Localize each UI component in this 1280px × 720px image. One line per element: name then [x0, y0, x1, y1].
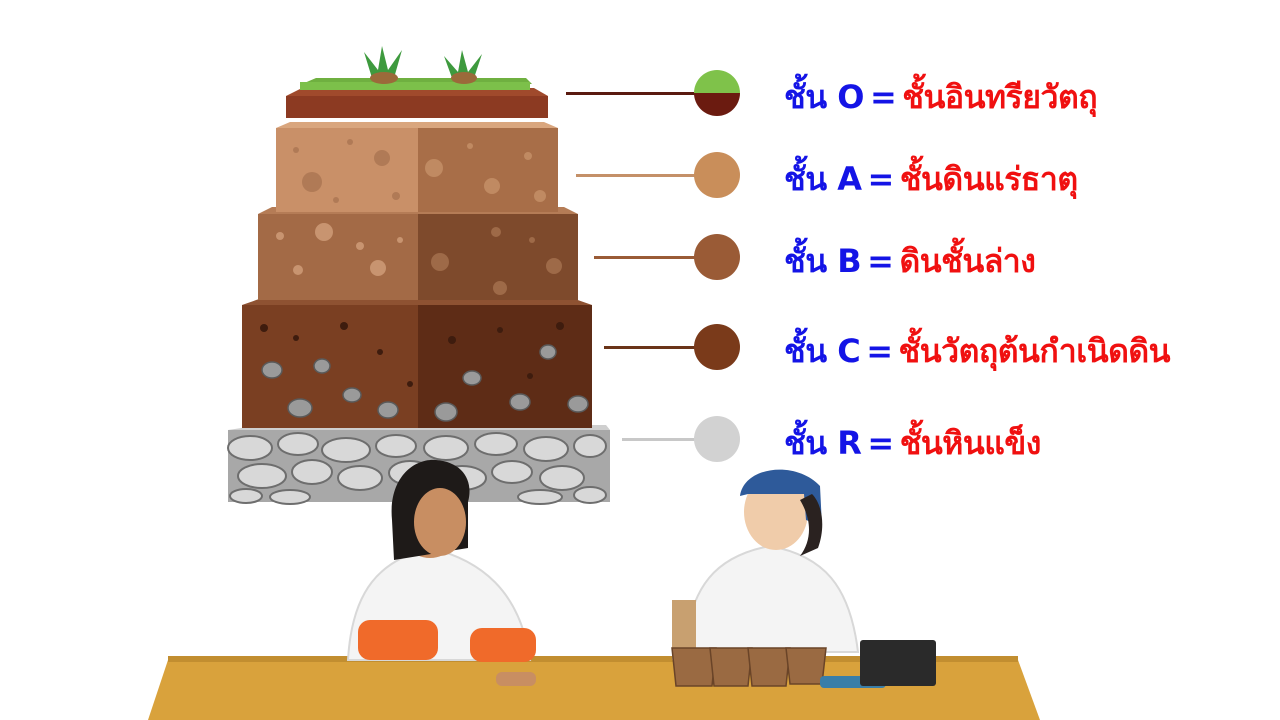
- layer-code: ชั้น O: [784, 78, 864, 116]
- presenter-right: [672, 469, 860, 660]
- legend-label-r: ชั้น R=ชั้นหินแข็ง: [784, 418, 1041, 469]
- legend-label-c: ชั้น C=ชั้นวัตถุต้นกำเนิดดิน: [784, 326, 1171, 377]
- leader-line-b: [594, 256, 696, 259]
- legend-row-c: ชั้น C=ชั้นวัตถุต้นกำเนิดดิน: [0, 318, 1280, 378]
- layer-a-topsoil: [276, 122, 558, 212]
- legend-row-o: ชั้น O=ชั้นอินทรียวัตถุ: [0, 64, 1280, 124]
- legend-label-a: ชั้น A=ชั้นดินแร่ธาตุ: [784, 154, 1078, 205]
- swatch-a: [694, 152, 740, 198]
- layer-b-subsoil: [258, 207, 578, 300]
- grass-tuft-icon: [364, 46, 402, 84]
- swatch-o-soil: [694, 93, 740, 116]
- swatch-b: [694, 234, 740, 280]
- layer-code: ชั้น B: [784, 242, 862, 280]
- grass-tuft-icon: [444, 50, 482, 84]
- equals-sign: =: [867, 160, 895, 198]
- presenter-left: [346, 459, 536, 686]
- tool-box: [860, 640, 936, 686]
- legend-row-r: ชั้น R=ชั้นหินแข็ง: [0, 410, 1280, 470]
- leader-line-r: [622, 438, 696, 441]
- legend-row-a: ชั้น A=ชั้นดินแร่ธาตุ: [0, 146, 1280, 206]
- layer-name: ชั้นหินแข็ง: [899, 424, 1042, 462]
- leader-line-o: [566, 92, 696, 95]
- legend-row-b: ชั้น B=ดินชั้นล่าง: [0, 228, 1280, 288]
- legend-label-b: ชั้น B=ดินชั้นล่าง: [784, 236, 1036, 287]
- layer-name: ชั้นวัตถุต้นกำเนิดดิน: [898, 332, 1171, 370]
- presenters-scene: [148, 459, 1040, 720]
- layer-code: ชั้น C: [784, 332, 861, 370]
- swatch-c: [694, 324, 740, 370]
- swatch-r: [694, 416, 740, 462]
- legend-label-o: ชั้น O=ชั้นอินทรียวัตถุ: [784, 72, 1098, 123]
- layer-o-organic: [286, 46, 548, 118]
- leader-line-a: [576, 174, 696, 177]
- layer-code: ชั้น R: [784, 424, 862, 462]
- equals-sign: =: [869, 78, 897, 116]
- soil-layer-stack: [227, 46, 610, 505]
- layer-name: ดินชั้นล่าง: [899, 242, 1036, 280]
- equals-sign: =: [867, 424, 894, 462]
- seedling-pots: [671, 647, 827, 687]
- layer-code: ชั้น A: [784, 160, 862, 198]
- leader-line-c: [604, 346, 696, 349]
- layer-name: ชั้นอินทรียวัตถุ: [902, 78, 1098, 116]
- equals-sign: =: [867, 242, 894, 280]
- layer-name: ชั้นดินแร่ธาตุ: [899, 160, 1078, 198]
- swatch-o-grass: [694, 70, 740, 93]
- equals-sign: =: [866, 332, 893, 370]
- swatch-o: [694, 70, 740, 116]
